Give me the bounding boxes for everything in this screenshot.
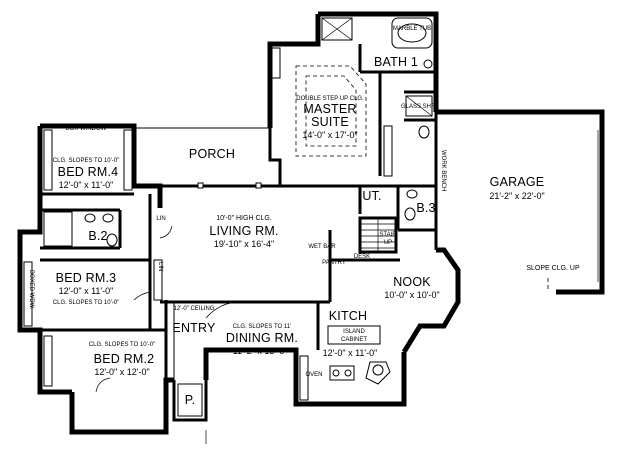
- bath1-name: BATH 1: [374, 55, 418, 69]
- b2-name: B.2: [88, 229, 107, 243]
- bed2-note: CLG. SLOPES TO 10'-0": [89, 342, 155, 348]
- bed4-dims: 12'-0" x 11'-0": [59, 180, 114, 190]
- bed3-door-swing: [133, 291, 151, 301]
- entry-door-swing: [205, 301, 241, 319]
- oven-label: OVEN: [305, 372, 322, 378]
- bath2-fixtures: [43, 211, 118, 247]
- living-name: LIVING RM.: [209, 224, 278, 238]
- entry-note: 12'-0" CEILING: [174, 306, 215, 312]
- living-note: 10'-0" HIGH CLG.: [216, 215, 272, 222]
- bed3-window: BOXED WDW.: [28, 270, 34, 310]
- master-name-2: SUITE: [311, 115, 349, 129]
- bed4-window: BOX WINDOW: [66, 126, 107, 132]
- entry-name: ENTRY: [172, 321, 216, 335]
- bed3-name: BED RM.3: [56, 271, 117, 285]
- garage-dims: 21'-2" x 22'-0": [489, 191, 544, 201]
- kitchen-fixtures: [299, 325, 391, 401]
- desk-label: DESK: [354, 254, 370, 260]
- living-door-swing: [159, 225, 173, 239]
- bed4-note: CLG. SLOPES TO 10'-0": [53, 158, 119, 164]
- master-ceiling-outline: [295, 65, 367, 157]
- nook-name: NOOK: [393, 275, 431, 289]
- porch-columns: [197, 182, 262, 189]
- workbench-label: WORK BENCH: [440, 150, 446, 191]
- bed2-name: BED RM.2: [94, 352, 155, 366]
- closets: [23, 47, 393, 387]
- windows: [17, 41, 596, 435]
- dining-note: CLG. SLOPES TO 11': [233, 324, 292, 330]
- kitchen-dims: 12'-0" x 11'-0": [323, 348, 378, 358]
- garage-name: GARAGE: [490, 175, 545, 189]
- exterior-walls: [17, 11, 605, 435]
- living-dims: 19'-10" x 16'-4": [214, 239, 274, 249]
- bed3-note: CLG. SLOPES TO 10'-0": [53, 300, 119, 306]
- pantry-label: PANTRY: [322, 260, 346, 266]
- garage-note: SLOPE CLG. UP: [526, 265, 580, 272]
- kitchen-island-2: CABINET: [341, 337, 367, 343]
- bath1-fixtures: [321, 17, 433, 139]
- entry-steps: [177, 383, 207, 444]
- b3-name: B.3: [416, 201, 435, 215]
- living-bar: WET BAR: [308, 244, 336, 250]
- kitchen-name: KITCH: [329, 309, 368, 323]
- interior-walls: [40, 44, 436, 380]
- stair-label-2: UP: [384, 240, 392, 246]
- master-name-1: MASTER: [303, 102, 356, 116]
- bed4-name: BED RM.4: [58, 165, 119, 179]
- bath3-fixtures: [404, 189, 418, 221]
- nook-dims: 10'-0" x 10'-0": [384, 290, 439, 300]
- master-dims: 14'-0" x 17'-0": [302, 130, 357, 140]
- lin-label-1: LIN: [156, 216, 165, 222]
- ut-name: UT.: [362, 189, 381, 203]
- master-note: DOUBLE STEP UP CLG.: [296, 96, 364, 102]
- stair-label-1: STAIR: [379, 232, 397, 238]
- stair-treads: [360, 218, 396, 252]
- kitchen-island-1: ISLAND: [343, 329, 365, 335]
- lin-label-2: LIN: [157, 262, 163, 271]
- bed2-dims: 12'-0" x 12'-0": [94, 367, 149, 377]
- porch-name: PORCH: [189, 147, 235, 161]
- dining-dims: 11'-2" x 13'-6": [233, 346, 288, 356]
- bath1-shower: GLASS SHR.: [401, 104, 437, 110]
- dining-name: DINING RM.: [226, 331, 298, 345]
- bath1-tub: MARBLE TUB: [393, 26, 431, 32]
- patio-name: P.: [185, 393, 196, 407]
- bed3-dims: 12'-0" x 11'-0": [59, 286, 114, 296]
- bed2-door-swing: [95, 377, 111, 393]
